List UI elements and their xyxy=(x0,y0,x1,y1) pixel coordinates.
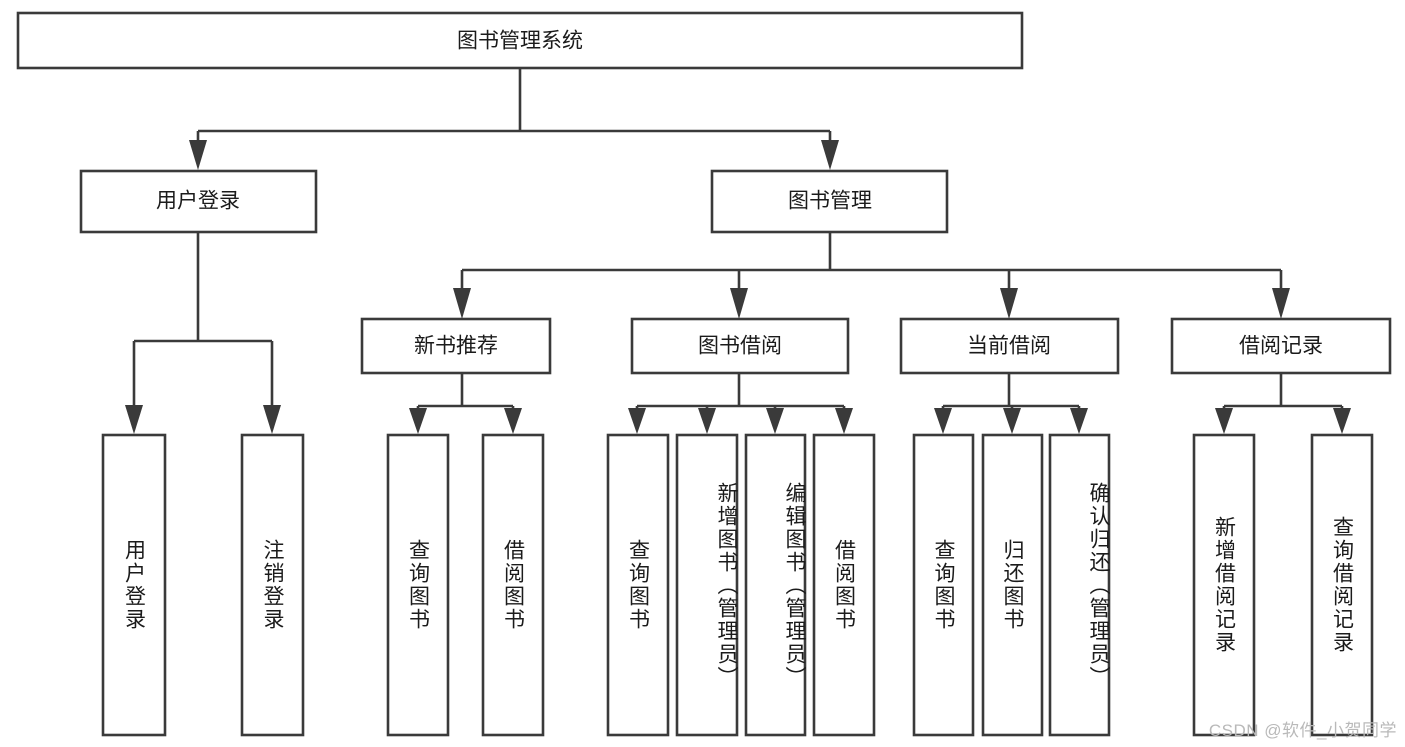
arrow-to-leaf-5 xyxy=(628,408,646,434)
arrow-to-leaf-4 xyxy=(504,408,522,434)
arrow-to-leaf-11 xyxy=(1070,408,1088,434)
current-borrow-label: 当前借阅 xyxy=(967,335,1051,358)
arrow-to-leaf-1 xyxy=(125,405,143,434)
user-login-box[interactable] xyxy=(79,169,318,234)
leaf-box-7[interactable] xyxy=(744,433,807,737)
borrow-record-label: 借阅记录 xyxy=(1239,335,1323,358)
arrow-to-user-login xyxy=(189,140,207,170)
root-label: 图书管理系统 xyxy=(457,30,583,53)
root-box[interactable] xyxy=(16,11,1024,70)
leaf-box-10[interactable] xyxy=(981,433,1044,737)
watermark: CSDN @软件_小贺同学 xyxy=(1208,721,1397,740)
leaf-box-2[interactable] xyxy=(240,433,305,737)
arrow-to-leaf-3 xyxy=(409,408,427,434)
node-root[interactable]: 图书管理系统 xyxy=(16,11,1024,70)
new-book-recommend-label: 新书推荐 xyxy=(414,335,498,358)
user-login-label: 用户登录 xyxy=(156,190,240,213)
arrow-to-leaf-7 xyxy=(766,408,784,434)
leaf-box-11[interactable] xyxy=(1048,433,1111,737)
arrow-to-leaf-12 xyxy=(1215,408,1233,434)
leaf-box-3[interactable] xyxy=(386,433,450,737)
arrow-to-leaf-2 xyxy=(263,405,281,434)
node-user-login[interactable]: 用户登录 xyxy=(79,169,318,234)
borrow-record-box[interactable] xyxy=(1170,317,1392,375)
book-management-label: 图书管理 xyxy=(788,190,872,213)
arrow-to-leaf-13 xyxy=(1333,408,1351,434)
leaf-box-6[interactable] xyxy=(675,433,739,737)
book-borrow-box[interactable] xyxy=(630,317,850,375)
arrow-to-borrow-book xyxy=(730,288,748,319)
arrow-to-leaf-8 xyxy=(835,408,853,434)
connectors xyxy=(125,68,1351,434)
arrow-to-book-manage xyxy=(821,140,839,170)
leaf-box-13[interactable] xyxy=(1310,433,1374,737)
node-borrow-record[interactable]: 借阅记录 xyxy=(1170,317,1392,375)
leaf-box-9[interactable] xyxy=(912,433,975,737)
arrow-to-leaf-10 xyxy=(1003,408,1021,434)
node-book-borrow[interactable]: 图书借阅 xyxy=(630,317,850,375)
arrow-to-borrow-record xyxy=(1272,288,1290,319)
arrow-to-new-book xyxy=(453,288,471,319)
book-borrow-label: 图书借阅 xyxy=(698,335,782,358)
arrow-to-leaf-6 xyxy=(698,408,716,434)
current-borrow-box[interactable] xyxy=(899,317,1120,375)
book-management-box[interactable] xyxy=(710,169,949,234)
leaf-box-12[interactable] xyxy=(1192,433,1256,737)
node-book-management[interactable]: 图书管理 xyxy=(710,169,949,234)
leaf-boxes xyxy=(101,433,1374,737)
leaf-box-5[interactable] xyxy=(606,433,670,737)
leaf-box-4[interactable] xyxy=(481,433,545,737)
node-current-borrow[interactable]: 当前借阅 xyxy=(899,317,1120,375)
arrow-to-leaf-9 xyxy=(934,408,952,434)
node-new-book-recommend[interactable]: 新书推荐 xyxy=(360,317,552,375)
leaf-box-8[interactable] xyxy=(812,433,876,737)
new-book-recommend-box[interactable] xyxy=(360,317,552,375)
leaf-box-1[interactable] xyxy=(101,433,167,737)
arrow-to-current-borrow xyxy=(1000,288,1018,319)
